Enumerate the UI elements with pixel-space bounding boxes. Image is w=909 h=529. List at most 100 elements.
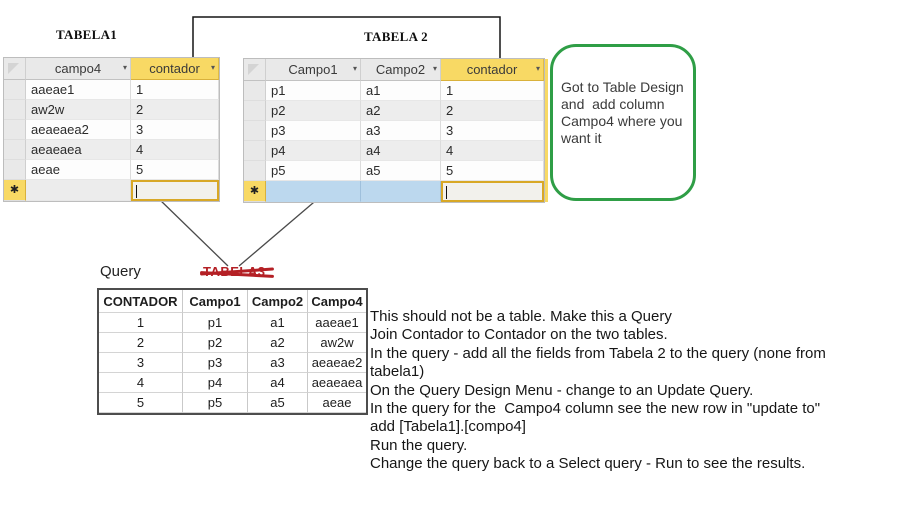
table-cell[interactable]: 3 xyxy=(441,121,544,141)
text-line: Join Contador to Contador on the two tab… xyxy=(370,326,668,344)
text-line: This should not be a table. Make this a … xyxy=(370,308,672,325)
table-cell[interactable]: p2 xyxy=(266,101,361,121)
active-cell[interactable] xyxy=(131,180,219,201)
column-header-contador[interactable]: contador ▾ xyxy=(131,58,219,80)
tabela2-to-query-line xyxy=(238,196,321,267)
table-cell[interactable]: p5 xyxy=(183,393,248,413)
row-selector[interactable] xyxy=(244,101,266,121)
table-cell[interactable]: 4 xyxy=(99,373,183,393)
table-cell[interactable]: a1 xyxy=(361,81,441,101)
table-cell[interactable]: aw2w xyxy=(308,333,366,353)
select-all-corner[interactable] xyxy=(4,58,26,80)
row-selector[interactable] xyxy=(244,141,266,161)
table-cell[interactable]: aeaeaea2 xyxy=(26,120,131,140)
column-header-campo4[interactable]: campo4 ▾ xyxy=(26,58,131,80)
dropdown-arrow-icon[interactable]: ▾ xyxy=(210,63,215,72)
column-header-campo1[interactable]: Campo1 ▾ xyxy=(266,59,361,81)
table-cell[interactable]: 5 xyxy=(441,161,544,181)
table-cell[interactable]: p1 xyxy=(266,81,361,101)
table-cell[interactable]: 1 xyxy=(441,81,544,101)
row-selector[interactable] xyxy=(4,100,26,120)
table-cell[interactable]: aeae xyxy=(308,393,366,413)
table-cell[interactable]: 4 xyxy=(441,141,544,161)
table-cell[interactable]: p5 xyxy=(266,161,361,181)
new-record-icon[interactable]: ✱ xyxy=(244,181,266,202)
table-cell[interactable]: 4 xyxy=(131,140,219,160)
table-cell[interactable]: aeaeaea xyxy=(26,140,131,160)
table-cell[interactable]: a1 xyxy=(248,313,308,333)
table-cell[interactable]: p1 xyxy=(183,313,248,333)
row-selector[interactable] xyxy=(4,80,26,100)
table-cell[interactable]: 2 xyxy=(441,101,544,121)
table-cell[interactable]: aeaeae2 xyxy=(308,353,366,373)
table-cell[interactable]: a3 xyxy=(248,353,308,373)
table-cell[interactable]: aeae xyxy=(26,160,131,180)
table-cell[interactable]: p4 xyxy=(183,373,248,393)
row-selector[interactable] xyxy=(4,120,26,140)
table-cell[interactable]: 2 xyxy=(131,100,219,120)
row-selector[interactable] xyxy=(244,121,266,141)
table-cell[interactable]: 1 xyxy=(131,80,219,100)
table-cell[interactable] xyxy=(361,181,441,202)
table-cell[interactable]: p3 xyxy=(266,121,361,141)
table-cell[interactable]: a5 xyxy=(248,393,308,413)
tabela2-new-record-row[interactable]: ✱ xyxy=(244,181,544,202)
table-cell[interactable]: a2 xyxy=(361,101,441,121)
column-header-label: Campo2 xyxy=(375,62,426,77)
column-header-label: campo4 xyxy=(54,61,102,76)
table-cell[interactable]: 1 xyxy=(99,313,183,333)
table-cell[interactable]: a4 xyxy=(248,373,308,393)
column-header-contador[interactable]: contador ▾ xyxy=(441,59,544,81)
table-cell[interactable]: 3 xyxy=(131,120,219,140)
table-cell[interactable]: aeaeaea xyxy=(308,373,366,393)
table-cell[interactable]: aw2w xyxy=(26,100,131,120)
query-label: Query xyxy=(100,263,141,280)
table-cell[interactable]: 5 xyxy=(131,160,219,180)
tabela1-new-record-row[interactable]: ✱ xyxy=(4,180,219,201)
select-all-corner[interactable] xyxy=(244,59,266,81)
query-column-header: Campo1 xyxy=(183,290,248,313)
row-selector[interactable] xyxy=(4,160,26,180)
table-cell[interactable] xyxy=(266,181,361,202)
table-cell[interactable]: aaeae1 xyxy=(26,80,131,100)
new-record-icon[interactable]: ✱ xyxy=(4,180,26,201)
table-cell[interactable]: a5 xyxy=(361,161,441,181)
dropdown-arrow-icon[interactable]: ▾ xyxy=(432,64,437,73)
row-selector[interactable] xyxy=(4,140,26,160)
table-cell[interactable]: 2 xyxy=(99,333,183,353)
table-cell[interactable]: a2 xyxy=(248,333,308,353)
active-cell[interactable] xyxy=(441,181,544,202)
table-cell[interactable]: p4 xyxy=(266,141,361,161)
table-cell[interactable]: 3 xyxy=(99,353,183,373)
table-cell[interactable]: p3 xyxy=(183,353,248,373)
table-cell[interactable]: p2 xyxy=(183,333,248,353)
dropdown-arrow-icon[interactable]: ▾ xyxy=(535,64,540,73)
row-selector[interactable] xyxy=(244,161,266,181)
table-cell[interactable]: a3 xyxy=(361,121,441,141)
dropdown-arrow-icon[interactable]: ▾ xyxy=(122,63,127,72)
column-header-campo2[interactable]: Campo2 ▾ xyxy=(361,59,441,81)
table-cell[interactable]: 5 xyxy=(99,393,183,413)
table-cell[interactable] xyxy=(26,180,131,201)
corner-triangle-icon xyxy=(248,64,259,75)
row-selector[interactable] xyxy=(244,81,266,101)
table-cell[interactable]: a4 xyxy=(361,141,441,161)
dropdown-arrow-icon[interactable]: ▾ xyxy=(352,64,357,73)
table-cell[interactable]: aaeae1 xyxy=(308,313,366,333)
